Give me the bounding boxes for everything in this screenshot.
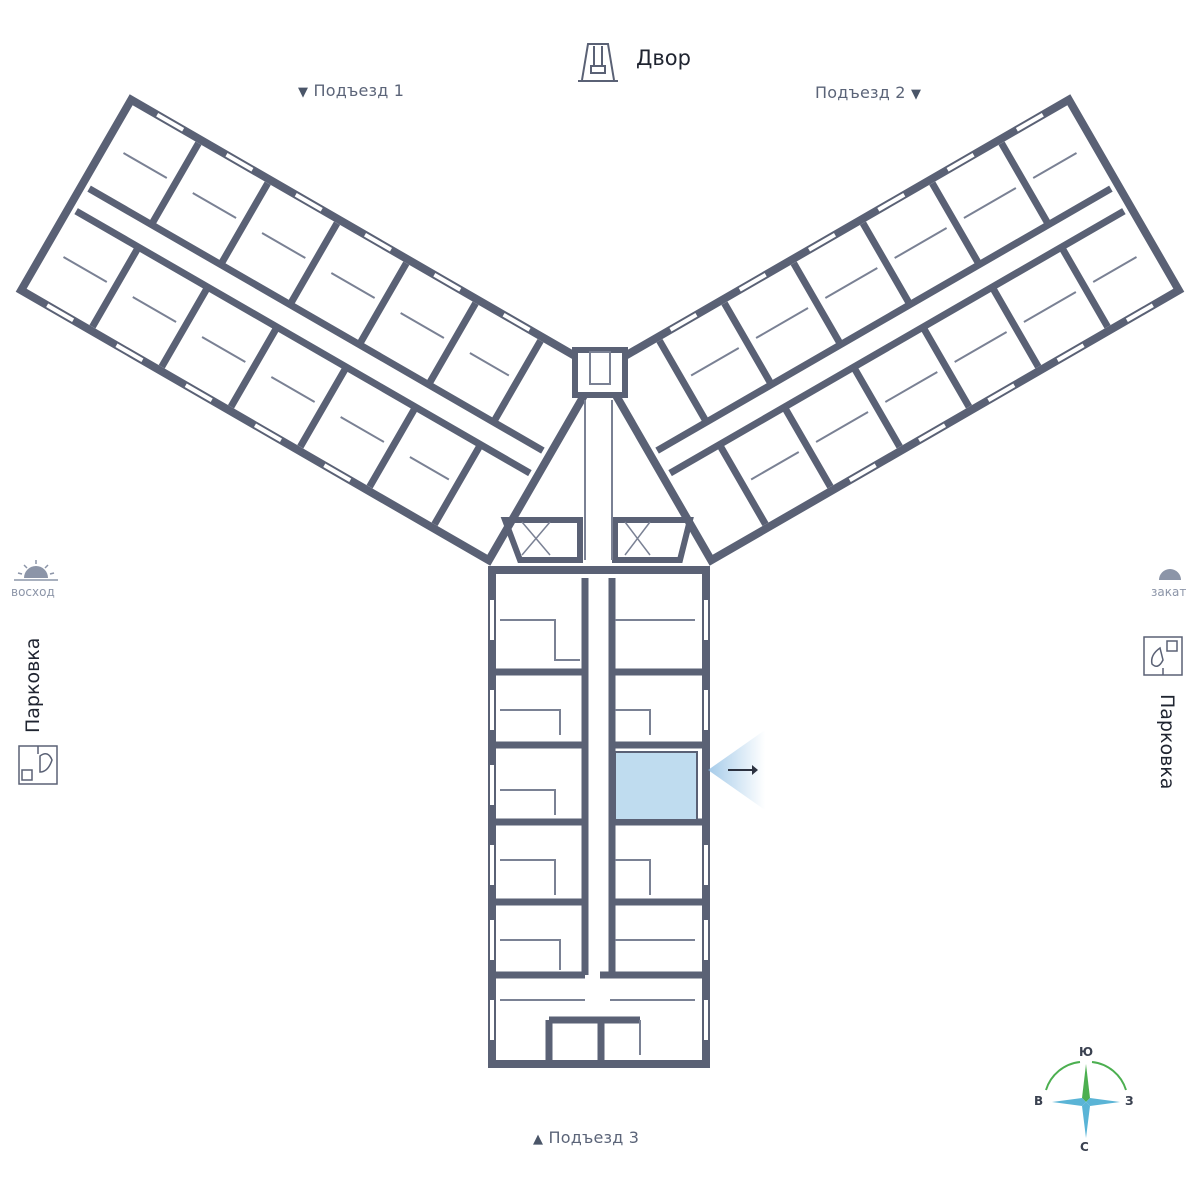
sunset-label: закат [1151, 585, 1187, 599]
compass-icon [1045, 1061, 1127, 1138]
compass-west: В [1034, 1094, 1044, 1108]
parking-left-label: Парковка [22, 637, 44, 733]
entrance-1-label: ▼ Подъезд 1 [298, 81, 404, 100]
sunset-icon [1159, 569, 1181, 580]
wing-northeast [595, 94, 1185, 566]
entrance-3-text: Подъезд 3 [548, 1128, 640, 1147]
compass-east: З [1125, 1094, 1134, 1108]
up-triangle-icon: ▲ [533, 1132, 544, 1147]
wing-south [488, 566, 710, 1068]
down-triangle-icon: ▼ [298, 85, 309, 100]
entrance-3-label: ▲ Подъезд 3 [533, 1128, 639, 1147]
parking-right-label: Парковка [1156, 694, 1178, 790]
central-core [500, 347, 694, 563]
compass-south: С [1080, 1140, 1089, 1154]
entrance-1-text: Подъезд 1 [313, 81, 405, 100]
wing-northwest [15, 94, 605, 566]
entrance-2-text: Подъезд 2 [815, 83, 906, 102]
down-triangle-icon: ▼ [910, 87, 922, 102]
selected-apartment[interactable] [614, 751, 698, 821]
sunrise-label: восход [11, 585, 55, 599]
parking-icon [18, 745, 58, 785]
compass-north: Ю [1079, 1045, 1094, 1059]
sunrise-icon [14, 560, 58, 581]
view-arrow-icon [708, 730, 765, 810]
playground-icon [578, 43, 618, 82]
courtyard-label: Двор [636, 46, 691, 70]
parking-icon [1143, 636, 1183, 676]
entrance-2-label: Подъезд 2 ▼ [815, 83, 921, 102]
